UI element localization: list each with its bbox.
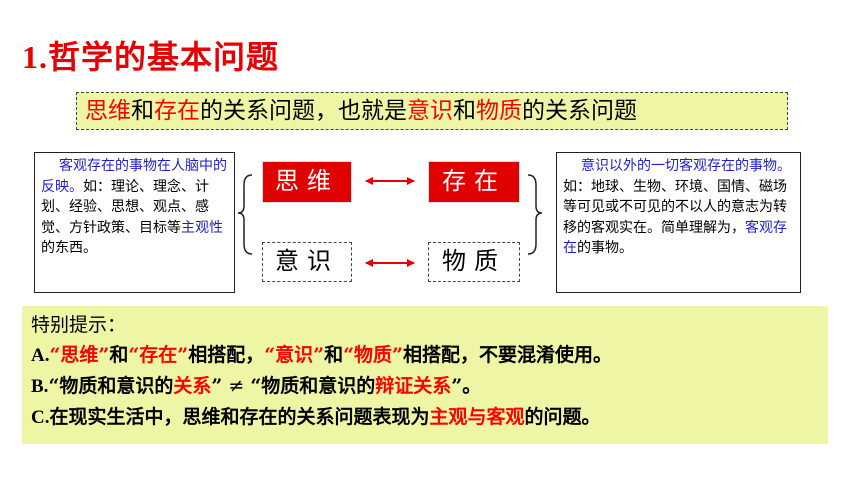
tip-a-thinking: “思维” <box>49 344 110 366</box>
thinking-box: 思维 <box>262 161 352 203</box>
tip-b-text-1: “物质和意识的 <box>48 375 174 397</box>
tip-b-text-2: “物质和意识的 <box>250 375 376 397</box>
subtitle-existence: 存在 <box>154 98 200 124</box>
page-title: 1.哲学的基本问题 <box>22 32 279 78</box>
matter-definition-box: 意识以外的一切客观存在的事物。如：地球、生物、环境、国情、磁场等可见或不可见的不… <box>556 152 801 293</box>
tip-b-label: B. <box>31 376 49 397</box>
matter-examples: 如：地球、生物、环境、国情、磁场等可见或不可见的不以人的意志为转移的客观实在。简… <box>563 178 787 236</box>
tip-a-consciousness: “意识” <box>264 344 325 366</box>
tip-c-subjective-objective: 主观与客观 <box>429 406 525 428</box>
matter-box: 物质 <box>428 242 520 282</box>
tip-c-label: C. <box>31 407 50 428</box>
subtitle-banner: 思维和存在的关系问题，也就是意识和物质的关系问题 <box>76 92 788 130</box>
consciousness-box: 意识 <box>262 242 352 282</box>
tip-a-matter: “物质” <box>343 344 403 366</box>
subtitle-end: 的关系问题 <box>522 98 637 124</box>
tip-a: A.“思维”和“存在”相搭配，“意识”和“物质”相搭配，不要混淆使用。 <box>31 340 828 371</box>
consciousness-definition-box: 客观存在的事物在人脑中的反映。如：理论、理念、计划、经验、思想、观点、感觉、方针… <box>34 152 235 293</box>
title-text: 哲学的基本问题 <box>48 38 280 76</box>
tip-c: C.在现实生活中，思维和存在的关系问题表现为主观与客观的问题。 <box>31 402 828 433</box>
tip-c-end: 的问题。 <box>524 406 601 428</box>
tip-b-relation: 关系 <box>173 375 212 397</box>
consciousness-keyword: 主观性 <box>181 219 223 236</box>
tip-a-warning: 相搭配，不要混淆使用。 <box>402 344 612 366</box>
right-bracket <box>527 174 543 255</box>
tip-a-label: A. <box>31 345 50 366</box>
matter-ending: 的事物。 <box>577 240 633 256</box>
tip-b: B.“物质和意识的关系” ≠ “物质和意识的辩证关系”。 <box>31 371 828 402</box>
tip-c-text: 在现实生活中，思维和存在的关系问题表现为 <box>49 406 430 428</box>
tip-a-existence: “存在” <box>128 344 189 366</box>
tip-a-and-1: 和 <box>109 344 129 366</box>
consciousness-ending: 的东西。 <box>41 240 97 256</box>
tip-a-pair-1: 相搭配， <box>188 344 265 366</box>
existence-box: 存在 <box>428 161 520 203</box>
subtitle-consciousness: 意识 <box>407 98 453 124</box>
matter-keyword: 客观存在 <box>563 219 787 257</box>
tip-b-not-equal: ≠ <box>222 375 251 397</box>
title-number: 1. <box>22 39 48 75</box>
tips-heading: 特别提示： <box>31 314 127 336</box>
matter-definition: 意识以外的一切客观存在的事物。 <box>581 158 791 174</box>
subtitle-matter: 物质 <box>476 98 522 124</box>
tip-b-dialectical-relation: 辩证关系 <box>375 375 452 397</box>
subtitle-and-2: 和 <box>453 98 476 124</box>
subtitle-thinking: 思维 <box>85 98 131 124</box>
subtitle-middle: 的关系问题，也就是 <box>200 98 407 124</box>
special-tips-panel: 特别提示： A.“思维”和“存在”相搭配，“意识”和“物质”相搭配，不要混淆使用… <box>22 306 828 444</box>
consciousness-definition: 客观存在的事物在人脑中的反映。 <box>41 158 227 195</box>
left-bracket <box>237 174 253 255</box>
tip-a-and-2: 和 <box>324 344 344 366</box>
tip-b-end: ”。 <box>451 375 482 397</box>
tip-b-quote-close: ” <box>211 375 223 397</box>
subtitle-and-1: 和 <box>131 98 154 124</box>
consciousness-examples: 如：理论、理念、计划、经验、思想、观点、感觉、方针政策、目标等 <box>41 178 209 236</box>
